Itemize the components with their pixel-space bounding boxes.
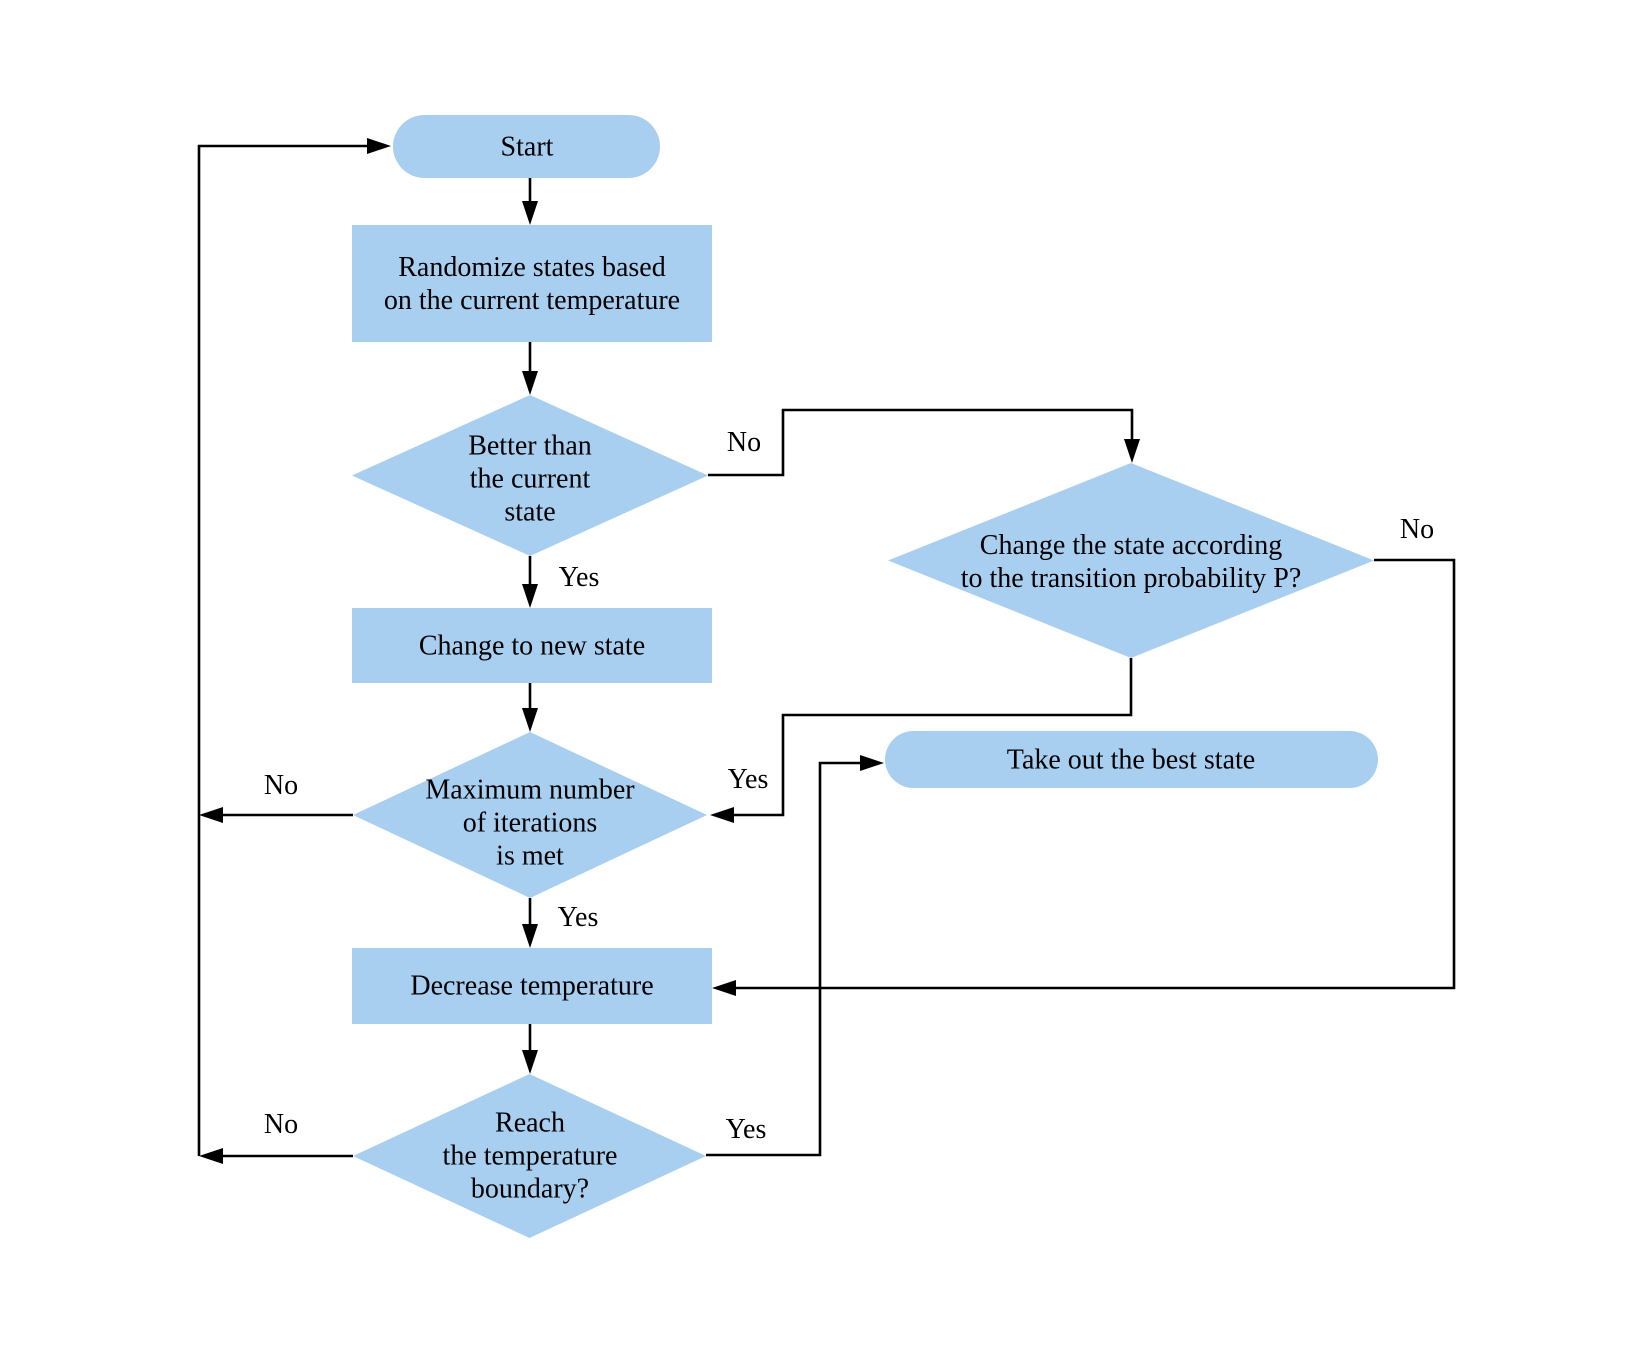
edge-better-yes-to-change bbox=[522, 556, 538, 608]
node-max-iterations-label: Maximum number of iterations is met bbox=[425, 774, 635, 872]
edge-line bbox=[708, 408, 1134, 477]
node-transition-probability-label: Change the state according to the transi… bbox=[960, 530, 1302, 594]
arrowhead-into-return-line-lower bbox=[199, 1148, 223, 1164]
arrowhead-into-better bbox=[522, 371, 538, 395]
edge-label-prob-yes: Yes bbox=[727, 764, 769, 795]
edge-max-no-to-return bbox=[199, 807, 353, 823]
edge-start-to-randomize bbox=[522, 178, 538, 225]
edge-label-max-yes: Yes bbox=[557, 902, 599, 933]
arrowhead-into-prob bbox=[1124, 439, 1140, 463]
arrowhead-into-decrease-top bbox=[522, 924, 538, 948]
arrowhead-into-reach bbox=[522, 1050, 538, 1074]
edge-change-to-max bbox=[522, 683, 538, 732]
arrowhead-into-return-line-upper bbox=[199, 807, 223, 823]
node-randomize bbox=[352, 225, 712, 342]
edge-better-no-to-prob bbox=[708, 408, 1140, 477]
edge-line bbox=[197, 144, 369, 1156]
node-take-out-best-state-label: Take out the best state bbox=[1006, 744, 1256, 776]
arrowhead-into-takeout bbox=[860, 755, 884, 771]
edge-max-yes-to-decrease bbox=[522, 898, 538, 948]
edge-label-reach-no: No bbox=[263, 1109, 299, 1140]
arrowhead-into-max-top bbox=[522, 708, 538, 732]
edge-reach-yes-to-takeout bbox=[706, 755, 884, 1157]
node-change-to-new-state-label: Change to new state bbox=[418, 630, 646, 662]
arrowhead-into-max-right bbox=[710, 807, 734, 823]
edge-reach-no-to-return bbox=[199, 1148, 353, 1164]
edge-label-better-no: No bbox=[726, 427, 762, 458]
edge-label-reach-yes: Yes bbox=[725, 1114, 767, 1145]
edge-decrease-to-reach bbox=[522, 1024, 538, 1074]
node-decrease-temperature-label: Decrease temperature bbox=[410, 970, 654, 1002]
edge-label-max-no: No bbox=[263, 770, 299, 801]
node-better-than-current-label: Better than the current state bbox=[468, 430, 592, 528]
edge-return-to-start bbox=[197, 138, 391, 1156]
edge-line bbox=[736, 558, 1456, 990]
node-reach-temperature-boundary-label: Reach the temperature boundary? bbox=[442, 1107, 618, 1205]
edge-prob-no-to-decrease bbox=[712, 558, 1456, 996]
node-randomize-label: Randomize states based on the current te… bbox=[383, 252, 681, 316]
arrowhead-into-start bbox=[367, 138, 391, 154]
node-start-label: Start bbox=[500, 131, 554, 163]
node-change-to-new-state bbox=[352, 608, 712, 683]
arrowhead-into-decrease-right bbox=[712, 980, 736, 996]
edge-line bbox=[706, 761, 862, 1157]
node-decrease-temperature bbox=[352, 948, 712, 1024]
arrowhead-into-randomize bbox=[522, 201, 538, 225]
edge-line bbox=[732, 658, 1133, 817]
edge-prob-yes-to-max bbox=[710, 658, 1133, 823]
edge-label-better-yes: Yes bbox=[558, 562, 600, 593]
edge-randomize-to-better bbox=[522, 342, 538, 395]
arrowhead-into-change bbox=[522, 584, 538, 608]
node-start bbox=[393, 115, 660, 178]
node-take-out-best-state bbox=[885, 731, 1378, 788]
edge-label-prob-no: No bbox=[1399, 514, 1435, 545]
